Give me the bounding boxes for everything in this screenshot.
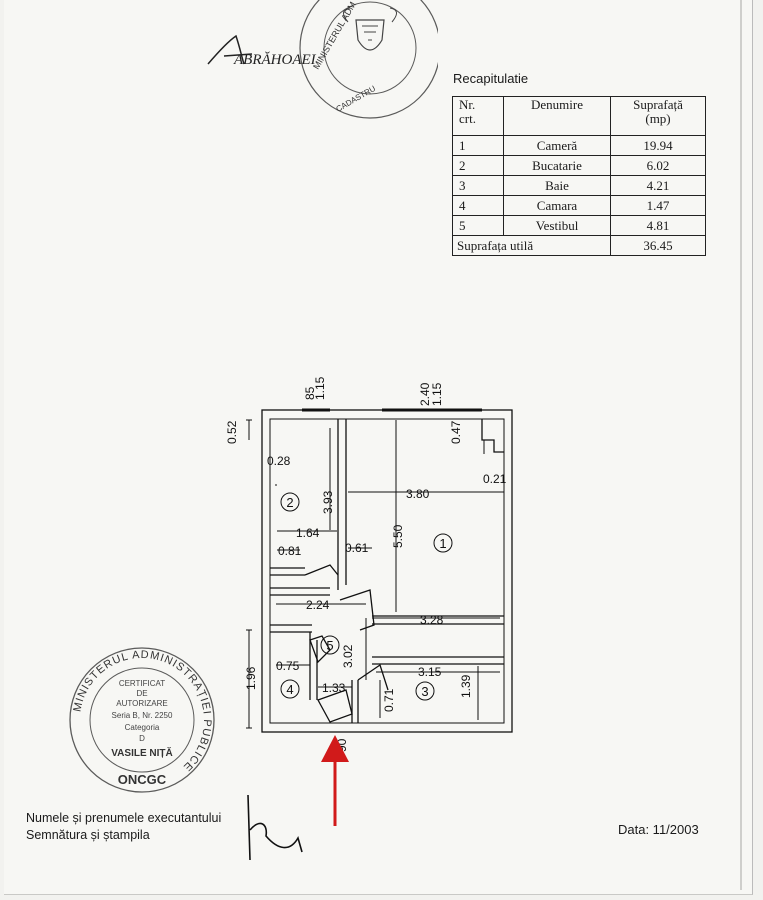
- executant-label: Numele și prenumele executantului Semnăt…: [26, 811, 222, 842]
- dim-label: 0.21: [483, 472, 507, 486]
- dim-label: 0.47: [449, 420, 463, 444]
- sheet-edge: [740, 0, 742, 890]
- dim-label: 0.28: [267, 454, 291, 468]
- table-row: 2 Bucatarie 6.02: [452, 155, 706, 176]
- dim-label: 0.81: [278, 544, 302, 558]
- col-denumire-header: Denumire: [503, 96, 611, 136]
- svg-text:Categoria: Categoria: [125, 723, 160, 732]
- dim-label: 1.15: [430, 382, 444, 406]
- signature-text: ABRĂHOAEI: [233, 51, 317, 68]
- dim-label: 0.75: [276, 659, 300, 673]
- recap-table: Nr. crt. Denumire Suprafață (mp) 1 Camer…: [452, 96, 706, 256]
- svg-text:D: D: [139, 734, 145, 743]
- dim-label: 1.96: [244, 666, 258, 690]
- outer-wall: [261, 409, 513, 733]
- dim-label: 90: [335, 738, 349, 752]
- dim-label: 3.28: [420, 613, 444, 627]
- svg-text:AUTORIZARE: AUTORIZARE: [116, 699, 167, 708]
- total-row: Suprafața utilă 36.45: [452, 235, 706, 256]
- table-row: 3 Baie 4.21: [452, 175, 706, 196]
- dim-label: 3.02: [341, 644, 355, 668]
- dim-label: 0.71: [382, 688, 396, 712]
- executant-signature: [247, 794, 303, 861]
- dim-label: 0.52: [225, 420, 239, 444]
- dim-label: 3.15: [418, 665, 442, 679]
- svg-text:Seria B, Nr. 2250: Seria B, Nr. 2250: [112, 711, 173, 720]
- dim-label: 2.24: [306, 598, 330, 612]
- dim-label: 1.33: [322, 681, 346, 695]
- dim-label: 1.64: [296, 526, 320, 540]
- authorization-stamp: MINISTERUL ADMINISTRAȚIEI PUBLICE CERTIF…: [69, 647, 215, 793]
- table-row: 1 Cameră 19.94: [452, 135, 706, 156]
- top-signature: ABRĂHOAEI: [207, 34, 317, 68]
- dim-label: 3.80: [406, 487, 430, 501]
- dim-label: 85: [303, 386, 317, 400]
- dim-label: 1.39: [459, 674, 473, 698]
- col-nr-header: Nr. crt.: [452, 96, 504, 136]
- room-number-4: 4: [286, 682, 293, 697]
- inner-wall: [269, 418, 505, 724]
- stamp-bottom: ONCGC: [118, 772, 167, 787]
- dim-label: 0.61: [345, 541, 369, 555]
- svg-text:DE: DE: [136, 689, 147, 698]
- dim-label: 3.93: [321, 490, 335, 514]
- dim-label: 2.40: [418, 382, 432, 406]
- recap-title: Recapitulatie: [453, 71, 529, 86]
- ministry-stamp: MINISTERUL ADM CADASTRU: [299, 0, 438, 119]
- dim-label: 1.15: [313, 376, 327, 400]
- dim-label: 5.50: [391, 524, 405, 548]
- room-number-1: 1: [439, 536, 446, 551]
- svg-text:CERTIFICAT: CERTIFICAT: [119, 679, 165, 688]
- table-row: 5 Vestibul 4.81: [452, 215, 706, 236]
- room-number-2: 2: [286, 495, 293, 510]
- room-number-3: 3: [421, 684, 428, 699]
- date-label: Data: 11/2003: [618, 822, 699, 837]
- room-number-5: 5: [326, 638, 333, 653]
- stamp-name: VASILE NIȚĂ: [111, 746, 172, 759]
